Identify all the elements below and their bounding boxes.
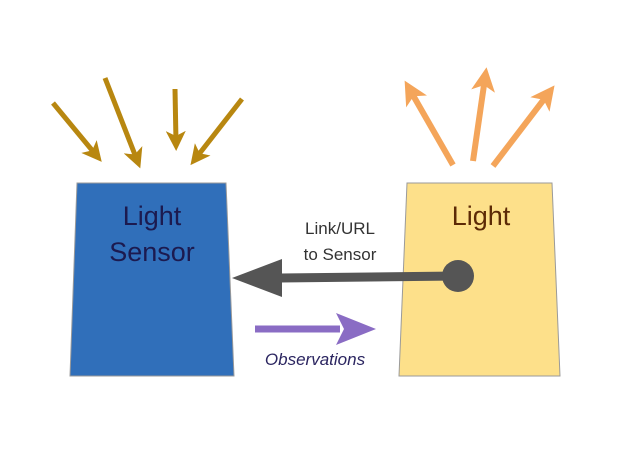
outgoing-ray-1	[404, 80, 456, 167]
link-url-arrow	[232, 259, 474, 297]
link-label-line1: Link/URL	[305, 219, 375, 238]
observations-label: Observations	[265, 350, 366, 369]
outgoing-ray-3	[490, 85, 555, 168]
outgoing-light-rays	[404, 67, 555, 168]
incoming-light-rays	[51, 77, 244, 169]
link-origin-dot	[442, 260, 474, 292]
link-arrow-shaft	[279, 271, 459, 283]
link-label-line2: to Sensor	[304, 245, 377, 264]
link-arrowhead	[232, 259, 282, 297]
light-sensor-label-line1: Light	[123, 201, 182, 231]
light-label: Light	[452, 201, 511, 231]
observations-arrow	[255, 313, 376, 345]
observations-arrowhead	[336, 313, 376, 345]
light-sensor-box[interactable]	[69, 182, 235, 377]
incoming-ray-3	[165, 88, 186, 151]
incoming-ray-1	[51, 101, 102, 162]
outgoing-ray-2	[470, 67, 495, 162]
incoming-ray-2	[102, 77, 143, 169]
light-box[interactable]	[398, 182, 561, 377]
light-sensor-label-line2: Sensor	[109, 237, 195, 267]
incoming-ray-4	[190, 97, 244, 166]
